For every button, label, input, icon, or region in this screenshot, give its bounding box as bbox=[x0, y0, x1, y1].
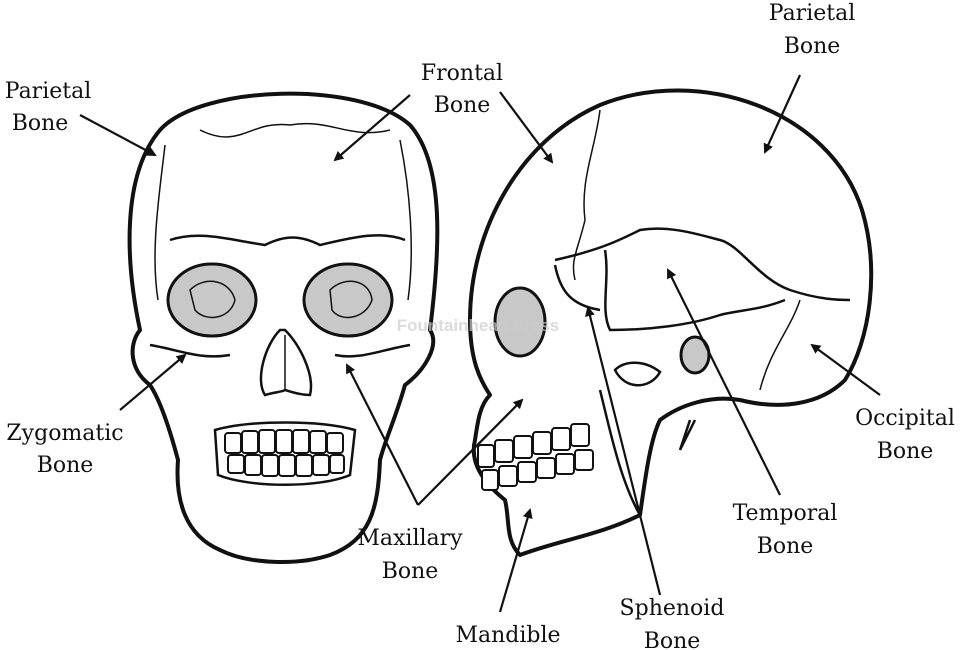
front-skull bbox=[127, 91, 440, 564]
svg-text:Bone: Bone bbox=[877, 439, 934, 464]
label-temporal: Temporal Bone bbox=[733, 501, 838, 559]
svg-text:Zygomatic: Zygomatic bbox=[6, 421, 123, 446]
pointer-arrows bbox=[79, 74, 881, 613]
arrow-zygomatic bbox=[119, 353, 187, 411]
label-mandible: Mandible bbox=[455, 623, 560, 648]
svg-text:Parietal: Parietal bbox=[5, 79, 92, 104]
label-maxillary: Maxillary Bone bbox=[357, 526, 463, 584]
svg-text:Sphenoid: Sphenoid bbox=[620, 596, 725, 621]
svg-text:Parietal: Parietal bbox=[769, 1, 856, 26]
arrow-frontal-side bbox=[499, 91, 554, 164]
watermark: Fountainhead Press bbox=[397, 316, 559, 335]
svg-text:Mandible: Mandible bbox=[455, 623, 560, 648]
label-occipital: Occipital Bone bbox=[855, 406, 955, 464]
svg-text:Temporal: Temporal bbox=[733, 501, 838, 526]
arrow-occipital bbox=[810, 343, 881, 396]
arrow-parietal-left bbox=[79, 114, 157, 156]
svg-text:Bone: Bone bbox=[757, 534, 814, 559]
svg-text:Maxillary: Maxillary bbox=[357, 526, 463, 551]
svg-text:Frontal: Frontal bbox=[421, 61, 503, 86]
svg-text:Bone: Bone bbox=[37, 453, 94, 478]
arrow-frontal-front bbox=[333, 94, 411, 162]
svg-text:Bone: Bone bbox=[644, 629, 701, 650]
label-frontal: Frontal Bone bbox=[421, 61, 503, 118]
svg-text:Bone: Bone bbox=[434, 93, 491, 118]
side-teeth bbox=[477, 423, 594, 491]
label-parietal-left: Parietal Bone bbox=[5, 79, 92, 136]
arrow-maxillary-side bbox=[417, 398, 524, 506]
arrow-sphenoid bbox=[585, 306, 662, 596]
svg-text:Bone: Bone bbox=[382, 559, 439, 584]
arrow-mandible bbox=[498, 508, 533, 613]
svg-text:Bone: Bone bbox=[784, 34, 841, 59]
label-parietal-right: Parietal Bone bbox=[769, 1, 856, 59]
side-skull bbox=[468, 88, 874, 557]
arrow-maxillary-front bbox=[346, 363, 419, 506]
label-zygomatic: Zygomatic Bone bbox=[6, 421, 123, 478]
front-teeth bbox=[224, 429, 345, 477]
arrow-temporal bbox=[667, 268, 781, 496]
svg-text:Occipital: Occipital bbox=[855, 406, 955, 431]
arrow-parietal-right bbox=[763, 74, 802, 154]
svg-text:Bone: Bone bbox=[12, 111, 69, 136]
label-sphenoid: Sphenoid Bone bbox=[620, 596, 725, 650]
